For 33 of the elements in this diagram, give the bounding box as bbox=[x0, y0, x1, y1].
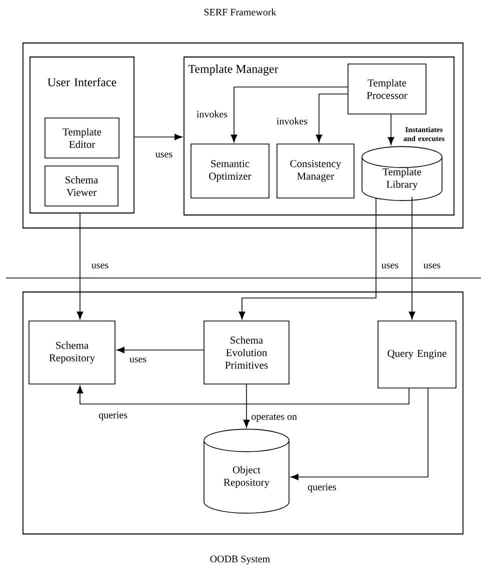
component-box: Query Engine bbox=[378, 320, 456, 388]
edge-label: queries bbox=[306, 482, 338, 494]
arrow bbox=[238, 198, 376, 320]
cylinder-store: Object Repository bbox=[204, 428, 290, 514]
edge-label: uses bbox=[154, 152, 174, 158]
edge-label: uses bbox=[422, 262, 442, 270]
arrow bbox=[230, 86, 348, 142]
arrow bbox=[134, 134, 182, 140]
arrow bbox=[243, 384, 250, 428]
arrow bbox=[290, 388, 428, 480]
edge-label: invokes bbox=[275, 116, 309, 126]
arrow bbox=[316, 94, 348, 142]
arrow bbox=[388, 114, 394, 145]
component-box: Schema Repository bbox=[28, 320, 116, 384]
node-label: OODB System bbox=[210, 556, 270, 564]
edge-label: uses bbox=[90, 262, 110, 270]
component-box: Semantic Optimizer bbox=[190, 144, 270, 198]
edge-label: invokes bbox=[195, 110, 229, 119]
arrow bbox=[76, 386, 410, 404]
edge-label: operates on bbox=[250, 413, 298, 423]
component-box: Template Processor bbox=[348, 64, 426, 114]
component-box: Schema Evolution Primitives bbox=[204, 320, 290, 384]
edge-label: queries bbox=[98, 410, 128, 422]
arrow bbox=[76, 213, 84, 320]
edge-label: uses bbox=[380, 262, 400, 270]
component-box: Template Editor bbox=[44, 118, 120, 158]
arrow bbox=[408, 196, 416, 320]
arrow bbox=[116, 346, 204, 354]
node-label: SERF Framework bbox=[204, 8, 276, 16]
component-box: Consistency Manager bbox=[276, 144, 354, 198]
edge-label: uses bbox=[128, 356, 148, 364]
component-box: Schema Viewer bbox=[44, 166, 118, 206]
cylinder-store: Template Library bbox=[362, 146, 442, 201]
